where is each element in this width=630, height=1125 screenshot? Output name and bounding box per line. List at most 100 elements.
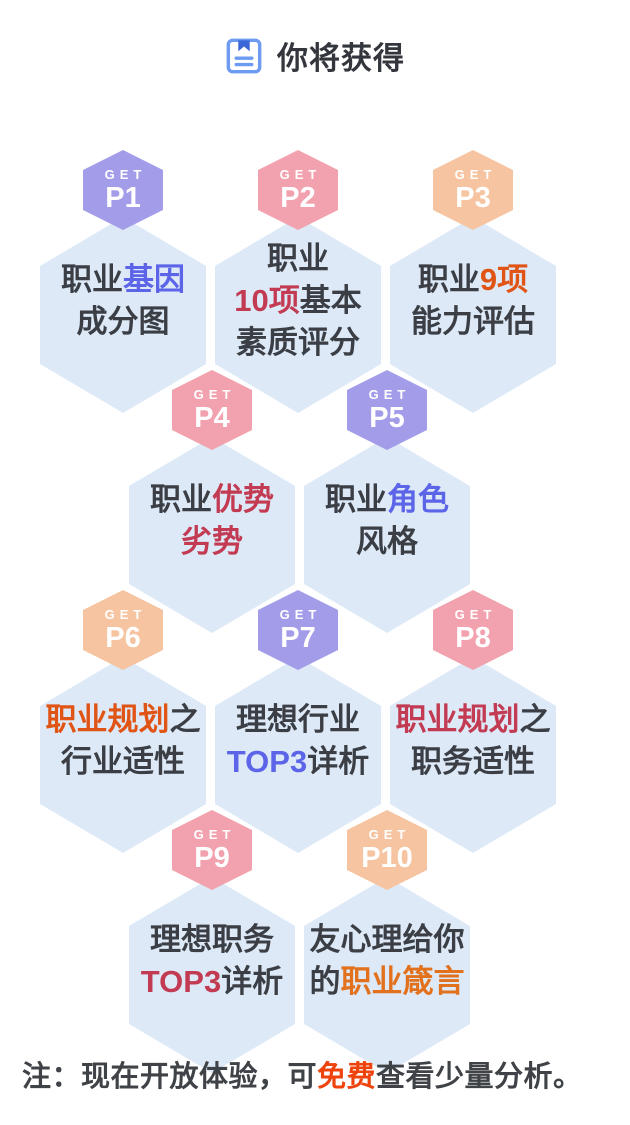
get-badge-label: GET	[104, 606, 147, 622]
get-badge: GET P10	[347, 810, 427, 890]
get-badge-number: P1	[105, 181, 141, 214]
benefit-text-line: 职业角色	[325, 479, 449, 521]
get-badge-number: P8	[455, 621, 491, 654]
highlight-segment: 劣势	[181, 524, 243, 559]
benefit-text: 职业角色风格	[325, 479, 449, 563]
get-badge-number: P3	[455, 181, 491, 214]
highlight-segment: 职业规划	[45, 702, 170, 737]
benefit-text: 职业基因成分图	[61, 259, 185, 343]
highlight-segment: TOP3	[226, 744, 308, 779]
text-segment: 能力评估	[411, 304, 535, 339]
benefit-text: 职业9项能力评估	[411, 259, 535, 343]
get-badge-label: GET	[279, 166, 322, 182]
get-badge-label: GET	[193, 826, 236, 842]
highlight-segment: 优势	[212, 482, 274, 517]
benefit-text: 理想职务 TOP3详析	[141, 919, 283, 1003]
get-badge-label: GET	[368, 826, 411, 842]
benefit-text-line: 理想行业	[227, 699, 369, 741]
benefit-hexagon: 友心理给你的职业箴言	[304, 877, 470, 1073]
benefit-text-line: 风格	[325, 521, 449, 563]
highlight-segment: 角色	[387, 482, 449, 517]
page-title: 你将获得	[277, 41, 405, 76]
get-badge: GET P4	[172, 370, 252, 450]
highlight-segment: 10项	[234, 283, 300, 318]
text-segment: 详析	[221, 964, 284, 999]
highlight-segment: 职业箴言	[340, 964, 465, 999]
get-badge-label: GET	[279, 606, 322, 622]
text-segment: 理想职务	[150, 922, 274, 957]
benefit-text: 友心理给你的职业箴言	[310, 919, 465, 1003]
benefit-card-p7: GET P7 理想行业 TOP3详析	[215, 590, 381, 853]
benefit-text-line: 职务适性	[396, 741, 551, 783]
get-badge-label: GET	[368, 386, 411, 402]
footer-note-suffix: 查看少量分析。	[376, 1061, 583, 1093]
benefit-text-line: 职业基因	[61, 259, 185, 301]
benefit-text-line: 素质评分	[234, 322, 361, 364]
benefit-card-p3: GET P3 职业9项能力评估	[390, 150, 556, 413]
benefit-card-p10: GET P10 友心理给你的职业箴言	[304, 810, 470, 1073]
benefit-text-line: 劣势	[150, 521, 274, 563]
text-segment: 理想行业	[236, 702, 360, 737]
text-segment: 职业	[61, 262, 123, 297]
benefit-card-p1: GET P1 职业基因成分图	[40, 150, 206, 413]
benefit-text: 职业规划之行业适性	[46, 699, 201, 783]
get-badge: GET P6	[83, 590, 163, 670]
text-segment: 行业适性	[61, 744, 185, 779]
get-badge: GET P7	[258, 590, 338, 670]
highlight-segment: TOP3	[140, 964, 222, 999]
text-segment: 职业	[150, 482, 212, 517]
get-badge: GET P9	[172, 810, 252, 890]
text-segment: 职业	[417, 262, 480, 297]
benefit-text-line: 职业优势	[150, 479, 274, 521]
text-segment: 基本	[299, 283, 362, 318]
get-badge-number: P2	[280, 181, 316, 214]
get-badge-label: GET	[104, 166, 147, 182]
get-badge-number: P4	[194, 401, 230, 434]
benefit-text-line: 职业规划之	[396, 699, 551, 741]
report-icon	[225, 37, 263, 75]
benefit-text-line: 职业	[234, 238, 361, 280]
benefit-card-p6: GET P6 职业规划之行业适性	[40, 590, 206, 853]
benefit-card-p9: GET P9 理想职务 TOP3详析	[129, 810, 295, 1073]
benefit-text-line: 职业9项	[411, 259, 535, 301]
benefit-hexagon: 理想行业 TOP3详析	[215, 657, 381, 853]
text-segment: 详析	[307, 744, 370, 779]
benefit-text-line: 能力评估	[411, 301, 535, 343]
benefit-text-line: 的职业箴言	[310, 961, 465, 1003]
text-segment: 之	[519, 702, 551, 737]
get-badge-number: P5	[369, 401, 405, 434]
benefit-text-line: 友心理给你	[310, 919, 465, 961]
text-segment: 职务适性	[411, 744, 535, 779]
text-segment: 职业	[266, 241, 329, 276]
get-badge-label: GET	[454, 606, 497, 622]
benefit-text-line: TOP3详析	[227, 741, 369, 783]
benefit-hexagon: 职业规划之职务适性	[390, 657, 556, 853]
get-badge: GET P8	[433, 590, 513, 670]
text-segment: 友心理给你	[309, 922, 465, 957]
benefit-text-line: 行业适性	[46, 741, 201, 783]
highlight-segment: 9项	[479, 262, 529, 297]
get-badge-number: P6	[105, 621, 141, 654]
benefit-card-p4: GET P4 职业优势劣势	[129, 370, 295, 633]
benefit-hexagon: 理想职务 TOP3详析	[129, 877, 295, 1073]
text-segment: 之	[169, 702, 201, 737]
benefit-text: 职业优势劣势	[150, 479, 274, 563]
benefit-text-line: 10项基本	[234, 280, 361, 322]
text-segment: 素质评分	[235, 325, 360, 360]
get-badge-label: GET	[193, 386, 236, 402]
get-badge-number: P7	[280, 621, 316, 654]
get-badge: GET P3	[433, 150, 513, 230]
benefit-text: 理想行业 TOP3详析	[227, 699, 369, 783]
text-segment: 职业	[325, 482, 387, 517]
benefit-text-line: 理想职务	[141, 919, 283, 961]
benefit-card-p5: GET P5 职业角色风格	[304, 370, 470, 633]
benefit-text-line: TOP3详析	[141, 961, 283, 1003]
benefit-text-line: 职业规划之	[46, 699, 201, 741]
highlight-segment: 职业规划	[395, 702, 520, 737]
footer-note: 注：现在开放体验，可免费查看少量分析。	[22, 1053, 583, 1095]
benefit-card-p8: GET P8 职业规划之职务适性	[390, 590, 556, 853]
highlight-segment: 基因	[123, 262, 185, 297]
